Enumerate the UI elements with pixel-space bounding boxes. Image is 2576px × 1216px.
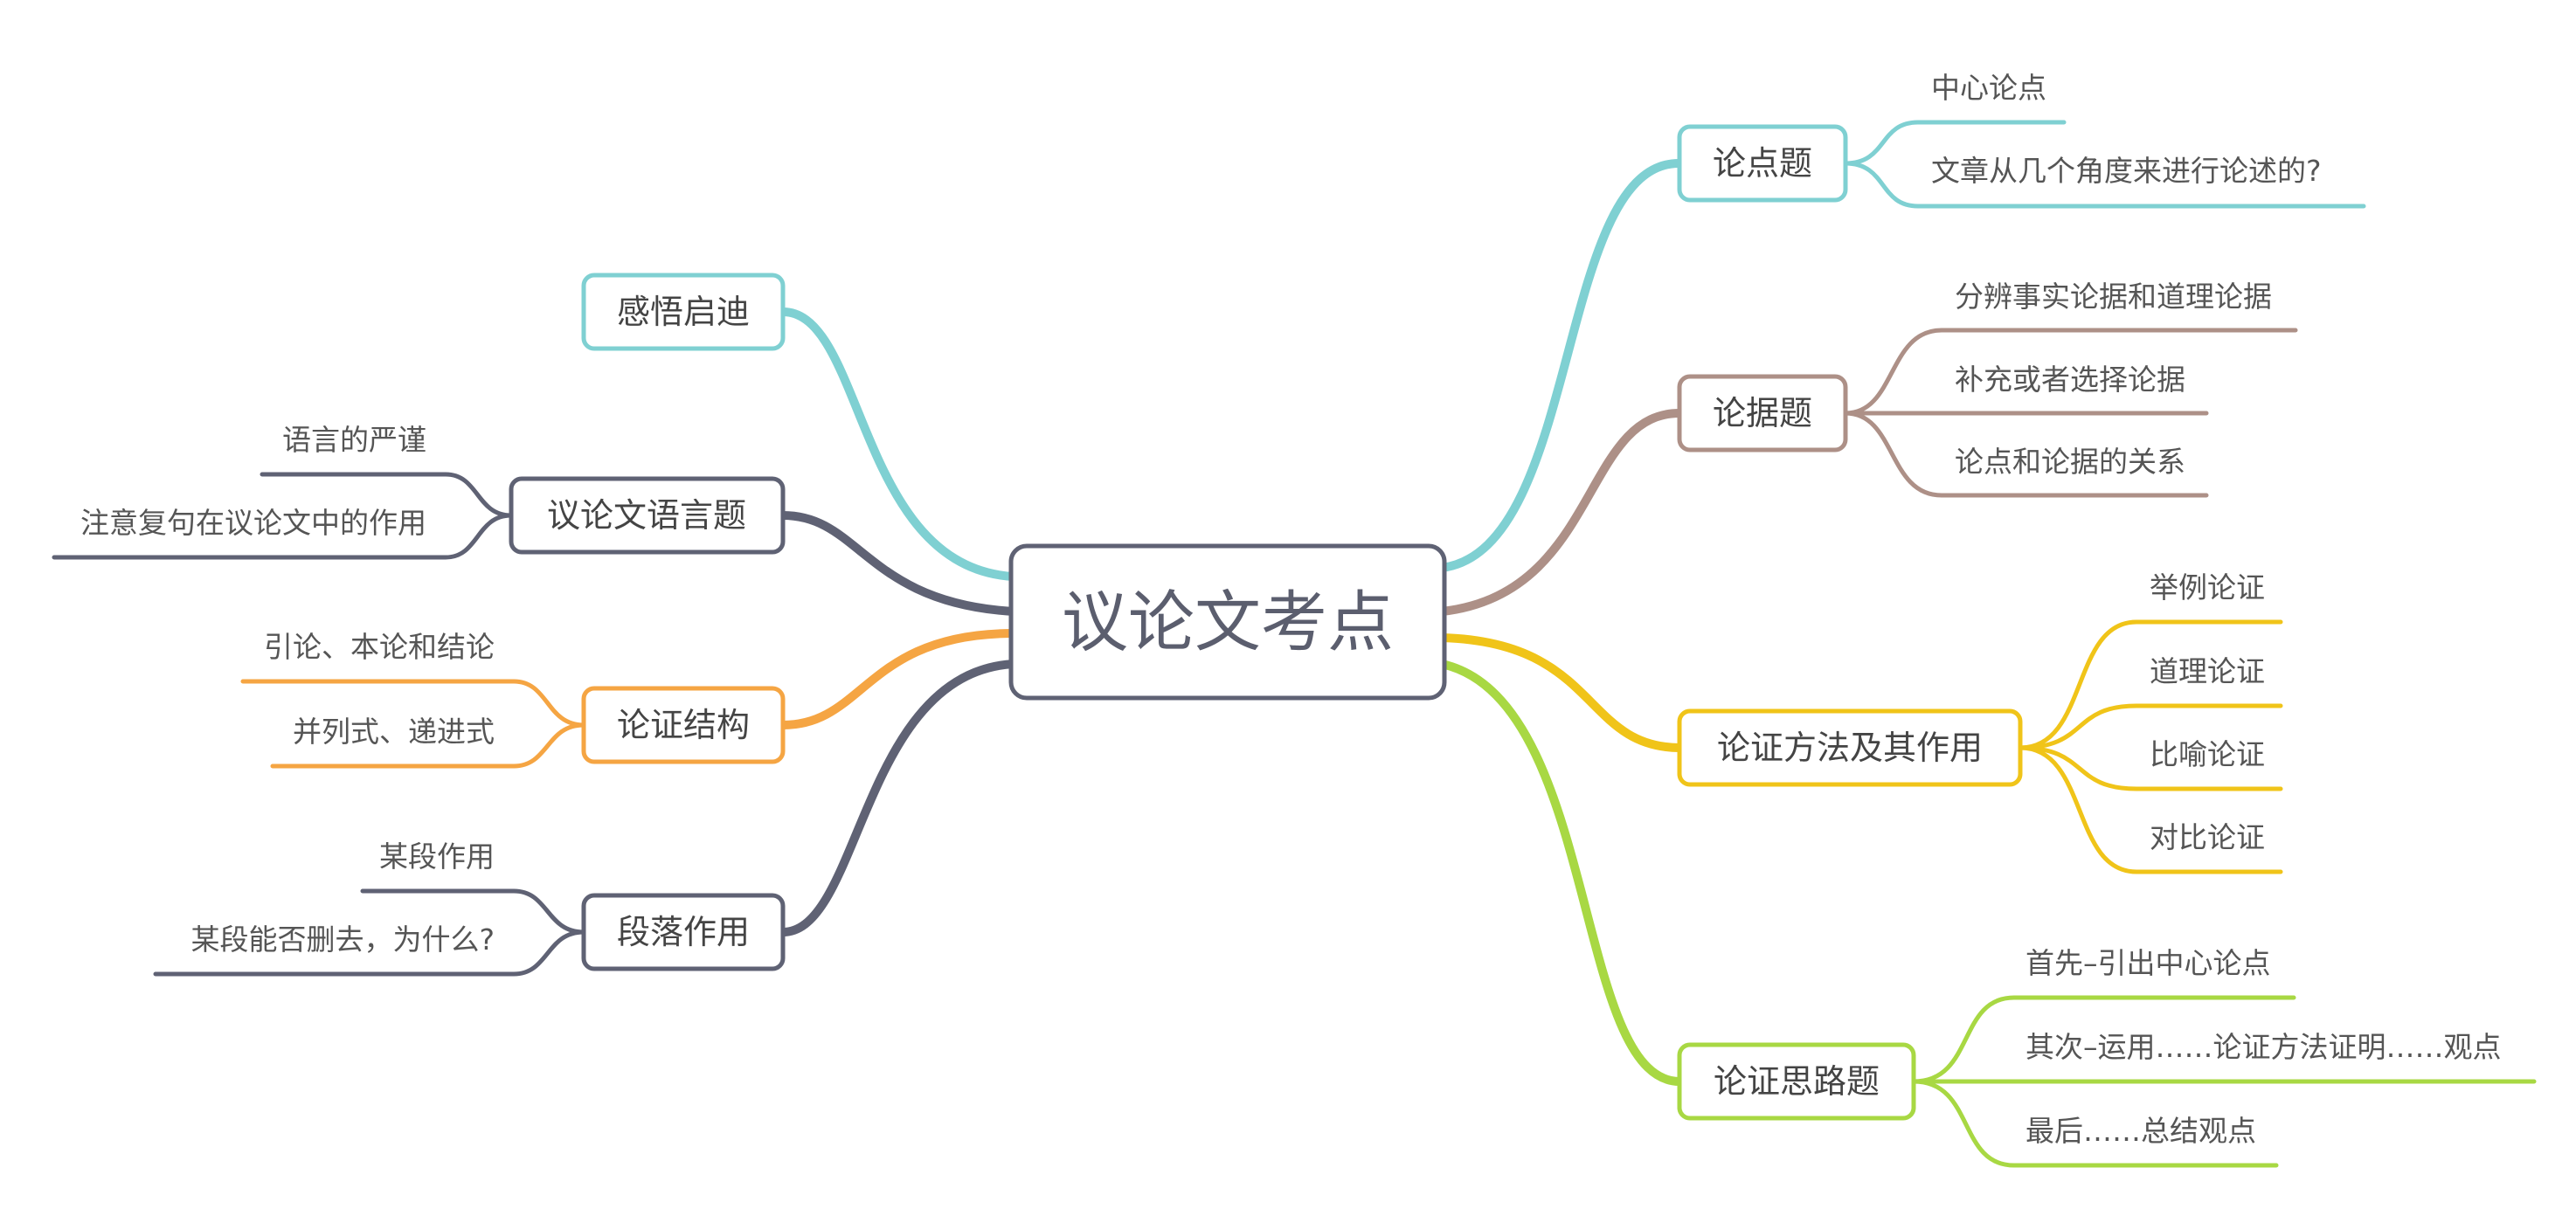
connector-jiegou-0: [240, 679, 586, 728]
leaf-item[interactable]: 注意复句在议论文中的作用: [80, 506, 426, 540]
leaf-labels: 中心论点 文章从几个角度来进行论述的? 分辨事实论据和道理论据 补充或者选择论据…: [80, 71, 2502, 1148]
leaf-item[interactable]: 某段作用: [379, 839, 495, 874]
branch-nodes: 论点题 论据题 论证方法及其作用 论证思路题 感悟启迪 议论文语言题 论证结构: [509, 124, 2023, 1121]
branch-label: 论据题: [1713, 394, 1812, 432]
branch-box: [581, 893, 786, 971]
leaf-item[interactable]: 中心论点: [1931, 71, 2046, 105]
connector-silu-0: [1911, 995, 2296, 1084]
leaf-item[interactable]: 某段能否删去，为什么?: [190, 922, 495, 957]
connector-yuyan-0: [260, 472, 514, 518]
connector-duanluo-0: [360, 888, 586, 935]
branch-box: [509, 476, 786, 555]
connector-lunju-2: [1843, 411, 2209, 498]
branch-label: 段落作用: [617, 913, 750, 951]
connector-fangfa-3: [2018, 745, 2283, 874]
connector-lunju-0: [1843, 328, 2298, 416]
connector-jiegou-1: [270, 722, 586, 769]
connector-root-ganwu: [779, 307, 1018, 581]
branch-box: [1677, 708, 2023, 787]
connector-fangfa-0: [2018, 619, 2283, 750]
branch-node-lundian[interactable]: 论点题: [1677, 124, 1848, 203]
connector-root-lunju: [1437, 409, 1684, 616]
branch-node-silu[interactable]: 论证思路题: [1677, 1042, 1916, 1121]
branch-box: [1677, 124, 1848, 203]
connector-yuyan-1: [52, 513, 514, 560]
leaf-item[interactable]: 语言的严谨: [282, 423, 426, 457]
leaf-item[interactable]: 首先–引出中心论点: [2025, 946, 2271, 980]
connector-duanluo-1: [153, 929, 586, 977]
branch-box: [581, 686, 786, 764]
connector-silu-2: [1911, 1079, 2279, 1168]
connector-root-silu: [1437, 660, 1684, 1086]
branch-node-lunju[interactable]: 论据题: [1677, 374, 1848, 453]
leaf-item[interactable]: 其次–运用……论证方法证明……观点: [2025, 1030, 2502, 1064]
root-node-label: 议论文考点: [1062, 584, 1394, 661]
branch-box: [1677, 1042, 1916, 1121]
leaf-item[interactable]: 论点和论据的关系: [1955, 445, 2185, 479]
branch-box: [1677, 374, 1848, 453]
branch-label: 议论文语言题: [547, 496, 746, 535]
branch-label: 感悟启迪: [617, 293, 750, 331]
leaf-item[interactable]: 并列式、递进式: [293, 715, 495, 749]
branch-node-jiegou[interactable]: 论证结构: [581, 686, 786, 764]
leaf-item[interactable]: 比喻论证: [2150, 737, 2265, 771]
connector-root-yuyan: [779, 511, 1018, 616]
root-connectors: [779, 158, 1684, 1086]
branch-node-yuyan[interactable]: 议论文语言题: [509, 476, 786, 555]
connector-lundian-1: [1843, 161, 2366, 209]
connector-root-duanluo: [779, 660, 1018, 936]
connector-lundian-0: [1843, 120, 2067, 166]
leaf-item[interactable]: 引论、本论和结论: [264, 630, 495, 664]
branch-node-ganwu[interactable]: 感悟启迪: [581, 273, 786, 351]
root-node[interactable]: 议论文考点: [1008, 543, 1447, 701]
root-node-box: [1008, 543, 1447, 701]
connector-root-jiegou: [779, 629, 1018, 729]
leaf-item[interactable]: 分辨事实论据和道理论据: [1955, 280, 2272, 314]
branch-label: 论证思路题: [1714, 1062, 1880, 1101]
branch-node-fangfa[interactable]: 论证方法及其作用: [1677, 708, 2023, 787]
connector-fangfa-2: [2018, 745, 2283, 791]
branch-label: 论点题: [1713, 144, 1812, 183]
connector-root-fangfa: [1437, 633, 1684, 752]
branch-box: [581, 273, 786, 351]
leaf-item[interactable]: 文章从几个角度来进行论述的?: [1931, 154, 2322, 188]
leaf-item[interactable]: 对比论证: [2150, 820, 2265, 854]
branch-label: 论证方法及其作用: [1717, 729, 1983, 767]
leaf-item[interactable]: 道理论证: [2150, 654, 2265, 688]
branch-label: 论证结构: [617, 706, 750, 744]
leaf-item[interactable]: 举例论证: [2150, 570, 2265, 605]
connector-root-lundian: [1437, 158, 1684, 572]
leaf-connectors: [52, 120, 2537, 1168]
branch-node-duanluo[interactable]: 段落作用: [581, 893, 786, 971]
leaf-item[interactable]: 最后……总结观点: [2025, 1114, 2256, 1148]
leaf-item[interactable]: 补充或者选择论据: [1955, 363, 2185, 397]
connector-fangfa-1: [2018, 703, 2283, 750]
